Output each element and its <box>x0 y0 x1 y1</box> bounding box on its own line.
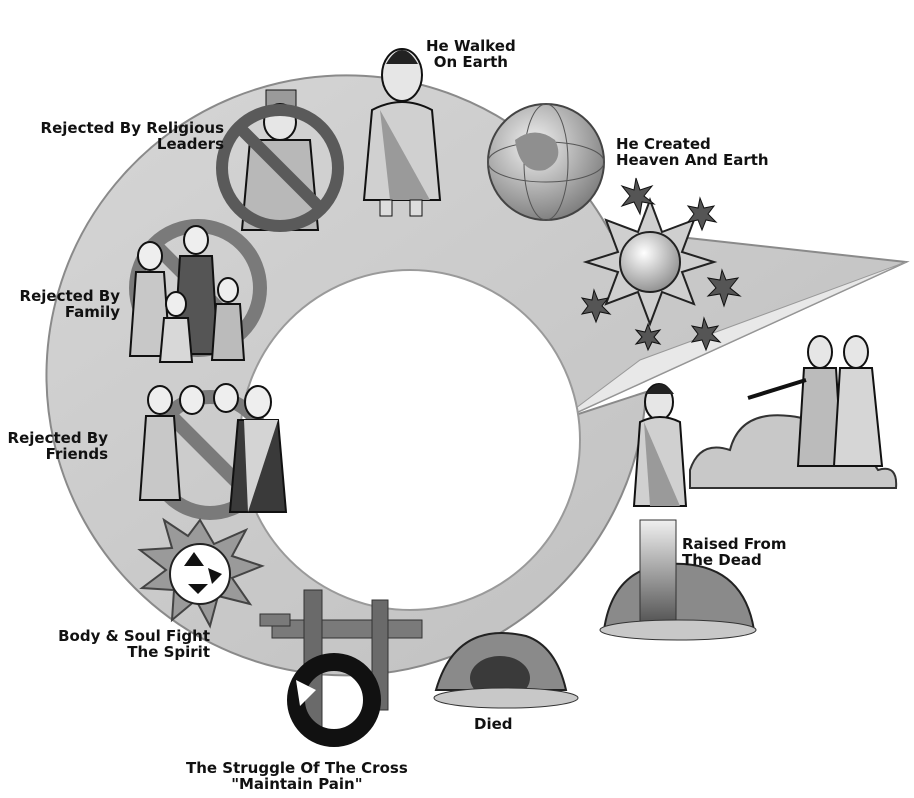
risen-jesus-icon <box>632 383 688 507</box>
label-line-1: He Created <box>616 135 711 153</box>
crosses-icon <box>259 589 423 747</box>
label-rejected-friends: Rejected By Friends <box>8 430 108 462</box>
label-line-2: Leaders <box>156 135 224 153</box>
family-icon <box>128 219 267 363</box>
label-line-1: Body & Soul Fight <box>58 627 210 645</box>
label-line-2: "Maintain Pain" <box>231 775 363 793</box>
label-line-1: Rejected By <box>19 287 120 305</box>
friends-icon <box>138 383 288 520</box>
label-line-2: The Dead <box>682 551 762 569</box>
label-died: Died <box>474 716 513 732</box>
open-tomb-icon <box>599 519 757 641</box>
label-rejected-religious: Rejected By Religious Leaders <box>41 120 224 152</box>
label-raised: Raised From The Dead <box>682 536 787 568</box>
recycle-explosion-icon <box>137 517 265 629</box>
label-line-1: The Struggle Of The Cross <box>186 759 408 777</box>
label-line-1: Raised From <box>682 535 787 553</box>
label-struggle: The Struggle Of The Cross "Maintain Pain… <box>186 760 408 792</box>
label-line-1: He Walked <box>426 37 516 55</box>
label-rejected-family: Rejected By Family <box>20 288 120 320</box>
star-icons <box>580 177 742 352</box>
religious-leader-icon <box>216 89 344 232</box>
tomb-icon <box>433 632 579 709</box>
label-line-2: The Spirit <box>127 643 210 661</box>
label-line-2: Friends <box>45 445 108 463</box>
label-body-soul: Body & Soul Fight The Spirit <box>58 628 210 660</box>
heavenly-figures-icon <box>747 335 884 467</box>
label-he-walked: He Walked On Earth <box>426 38 516 70</box>
label-he-created: He Created Heaven And Earth <box>616 136 769 168</box>
label-line-1: Died <box>474 715 513 733</box>
sun-icon <box>582 197 718 327</box>
label-line-2: On Earth <box>433 53 508 71</box>
label-line-1: Rejected By <box>7 429 108 447</box>
label-line-1: Rejected By Religious <box>40 119 224 137</box>
globe-icon <box>487 103 605 221</box>
label-line-2: Heaven And Earth <box>616 151 769 169</box>
jesus-figure-icon <box>362 48 442 217</box>
label-line-2: Family <box>64 303 120 321</box>
